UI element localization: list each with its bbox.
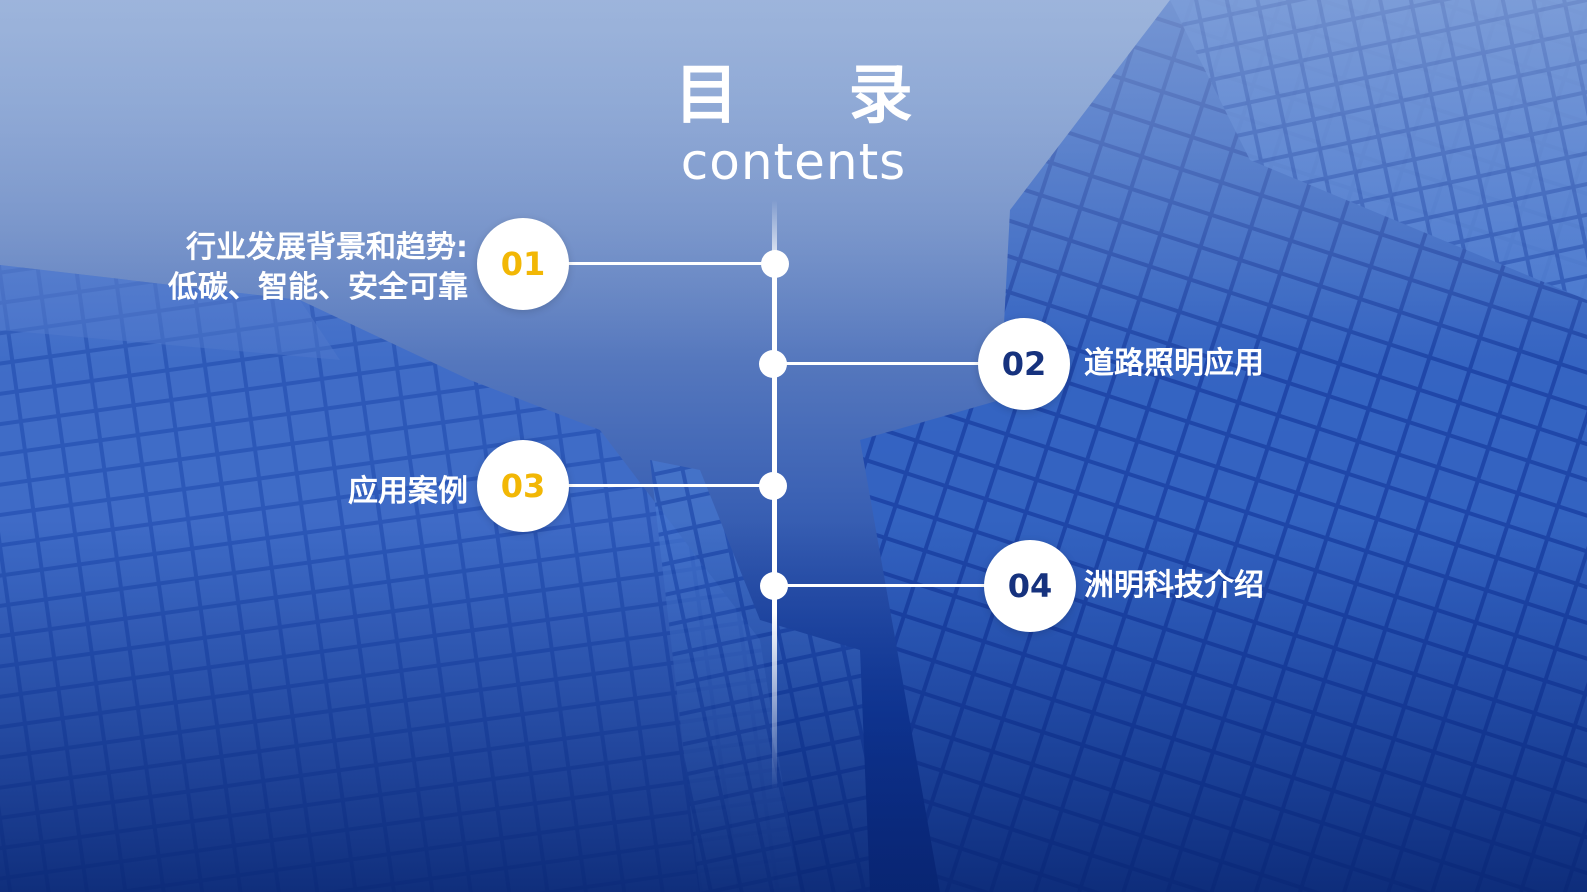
timeline-node-03 xyxy=(759,472,787,500)
item-label-03[interactable]: 应用案例 xyxy=(348,474,468,509)
timeline-node-02 xyxy=(759,350,787,378)
item-number-badge-02[interactable]: 02 xyxy=(978,318,1070,410)
page-subtitle: contents xyxy=(680,133,907,191)
connector-line-01 xyxy=(560,262,774,265)
item-label-01[interactable]: 行业发展背景和趋势: 低碳、智能、安全可靠 xyxy=(130,228,468,308)
page-title: 目 录 xyxy=(674,59,957,133)
item-label-01-line1: 行业发展背景和趋势: xyxy=(186,230,468,265)
timeline-node-01 xyxy=(761,250,789,278)
item-number-badge-03[interactable]: 03 xyxy=(477,440,569,532)
title-block: 目 录 contents xyxy=(0,58,1587,192)
item-label-01-line2: 低碳、智能、安全可靠 xyxy=(168,270,468,305)
item-number-badge-04[interactable]: 04 xyxy=(984,540,1076,632)
timeline-node-04 xyxy=(760,572,788,600)
connector-line-02 xyxy=(775,362,985,365)
connector-line-03 xyxy=(560,484,774,487)
connector-line-04 xyxy=(775,584,990,587)
item-label-02[interactable]: 道路照明应用 xyxy=(1084,346,1264,381)
item-number-badge-01[interactable]: 01 xyxy=(477,218,569,310)
item-label-04[interactable]: 洲明科技介绍 xyxy=(1084,568,1264,603)
